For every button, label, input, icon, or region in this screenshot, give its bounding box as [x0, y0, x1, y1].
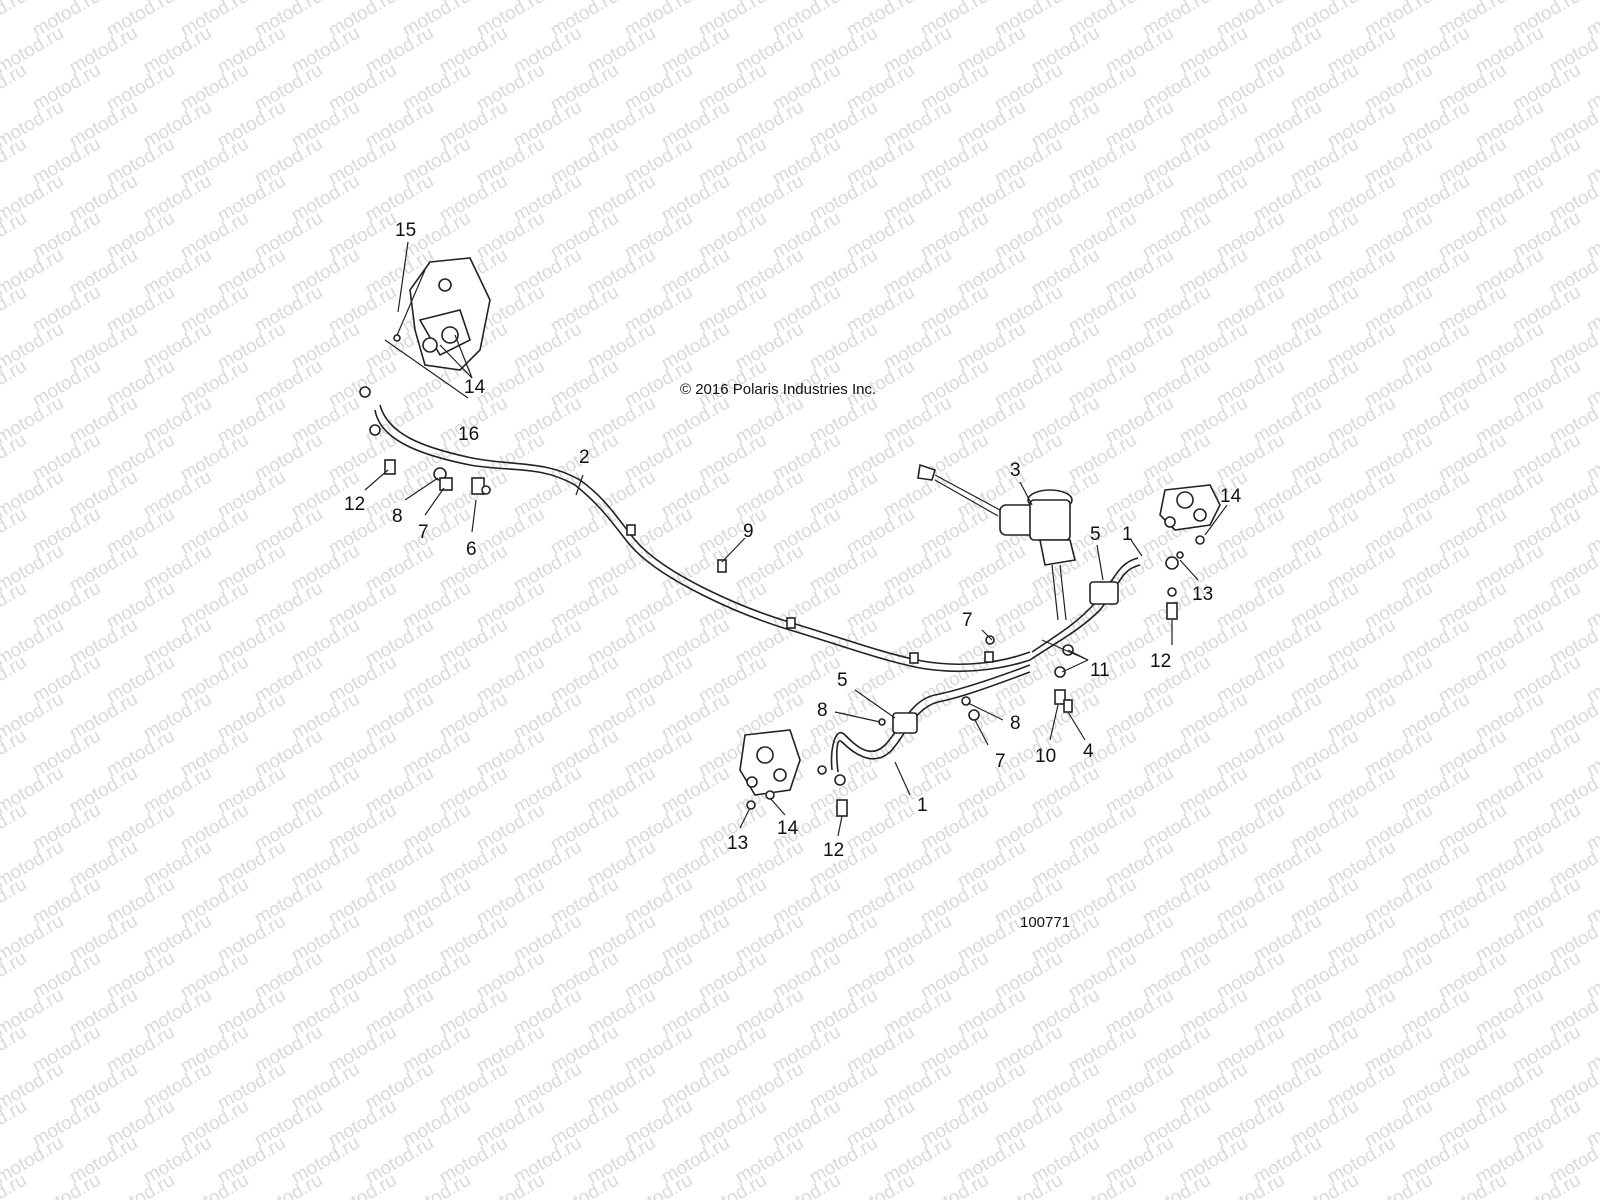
caliper-right: [1159, 484, 1221, 531]
leader-lines: [364, 241, 1228, 837]
callout-2: 2: [579, 447, 590, 468]
caliper-front-upper: [393, 257, 491, 371]
brake-line-2: [374, 409, 1031, 673]
callout-5-lower: 5: [837, 670, 848, 691]
callout-6: 6: [466, 539, 477, 560]
drawing-number: 100771: [1020, 914, 1070, 931]
callout-4: 4: [1083, 741, 1094, 762]
brake-line-1-lower-b: [836, 671, 1031, 773]
callout-10: 10: [1035, 746, 1056, 767]
callout-9: 9: [743, 521, 754, 542]
callout-1-right: 1: [1122, 524, 1133, 545]
brake-line-1-right-b: [1031, 557, 1139, 653]
copyright-notice: © 2016 Polaris Industries Inc.: [680, 381, 876, 398]
callout-5-right: 5: [1090, 524, 1101, 545]
callout-12-right: 12: [1150, 651, 1171, 672]
callouts: 15 14 16 12 8 7 6 2 9 3 14 1 5 13 12 7 1…: [344, 220, 1242, 861]
callout-8-right: 8: [1010, 713, 1021, 734]
callout-12-lower: 12: [823, 840, 844, 861]
callout-13-lower: 13: [727, 833, 748, 854]
callout-14-lower: 14: [777, 818, 799, 839]
callout-8-left: 8: [392, 506, 403, 527]
callout-14-right: 14: [1220, 486, 1242, 507]
callout-7-lower: 7: [995, 751, 1006, 772]
callout-12-left: 12: [344, 494, 365, 515]
brake-line-1-lower: [830, 664, 1031, 771]
callout-15: 15: [395, 220, 416, 241]
callout-8-lower: 8: [817, 700, 828, 721]
callout-7-center: 7: [962, 610, 973, 631]
callout-16: 16: [458, 424, 479, 445]
callout-11: 11: [1090, 660, 1110, 681]
callout-3: 3: [1010, 460, 1021, 481]
master-cylinder: [917, 463, 1076, 621]
callout-7-left: 7: [418, 522, 429, 543]
callout-1-lower: 1: [917, 795, 928, 816]
callout-14-upper: 14: [464, 377, 486, 398]
fittings: [359, 386, 1205, 817]
brake-line-2-parallel: [379, 404, 1031, 665]
caliper-lower: [739, 729, 801, 796]
callout-13-right: 13: [1192, 584, 1213, 605]
